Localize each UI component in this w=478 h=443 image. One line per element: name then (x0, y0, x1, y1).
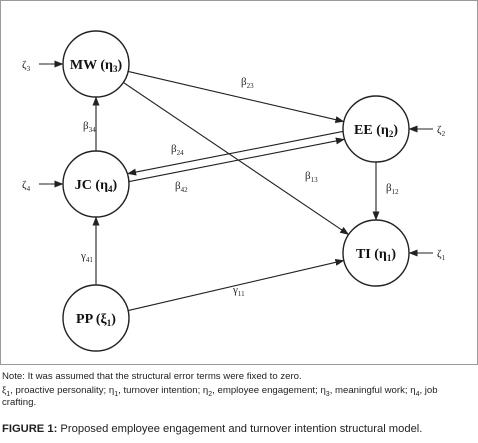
note-text: Note: It was assumed that the structural… (2, 371, 302, 382)
figure-frame: MW (η3) EE (η2) JC (η4) TI (η1) PP (ξ1) β23 β… (0, 0, 478, 365)
node-circle (62, 150, 130, 218)
legend-item: η3, meaningful work; (320, 384, 411, 398)
path-ee-jc (127, 130, 343, 176)
legend-item: η4, job crafting. (2, 384, 438, 409)
node-circle (62, 284, 130, 352)
node-circle (342, 219, 410, 287)
path-coefficient-label: β12 (386, 182, 399, 196)
figure-note: Note: It was assumed that the structural… (2, 371, 474, 410)
path-coefficient-label: β42 (175, 180, 188, 194)
node-ee: EE (η2) (342, 95, 410, 163)
structural-model-diagram: MW (η3) EE (η2) JC (η4) TI (η1) PP (ξ1) β23 β… (22, 30, 446, 352)
node-mw: MW (η3) (62, 30, 130, 98)
path-coefficient-label: β34 (83, 120, 96, 134)
path-coefficient-label: γ11 (232, 284, 245, 298)
node-label: TI (η1) (356, 247, 396, 263)
error-term-label: ζ2 (437, 124, 446, 138)
path-pp-ti (128, 258, 345, 312)
node-circle (342, 95, 410, 163)
caption-label: FIGURE 1: (2, 423, 58, 435)
path-mw-ti (123, 82, 350, 235)
error-term-label: ζ1 (437, 248, 446, 262)
legend-item: η1, turnover intention; (108, 384, 203, 398)
path-coefficient-label: β13 (305, 170, 318, 184)
error-term-label: ζ3 (22, 59, 31, 73)
legend-item: ξ1, proactive personality; (2, 384, 109, 398)
path-coefficient-label: β24 (171, 143, 184, 157)
figure-caption: FIGURE 1: Proposed employee engagement a… (2, 423, 422, 435)
node-jc: JC (η4) (62, 150, 130, 218)
path-coefficient-label: β23 (241, 76, 254, 90)
node-label: EE (η2) (354, 123, 398, 139)
path-jc-ee (129, 137, 345, 183)
node-label: JC (η4) (75, 178, 118, 194)
error-term-label: ζ4 (22, 179, 31, 193)
symbol-legend: ξ1, proactive personality; η1, turnover … (2, 385, 474, 410)
path-coefficient-label: γ41 (80, 250, 93, 264)
node-label: PP (ξ1) (76, 312, 116, 328)
legend-item: η2, employee engagement; (202, 384, 321, 398)
node-ti: TI (η1) (342, 219, 410, 287)
node-pp: PP (ξ1) (62, 284, 130, 352)
caption-text: Proposed employee engagement and turnove… (57, 423, 423, 435)
path-mw-ee (128, 70, 345, 124)
node-label: MW (η3) (70, 58, 123, 74)
node-circle (62, 30, 130, 98)
